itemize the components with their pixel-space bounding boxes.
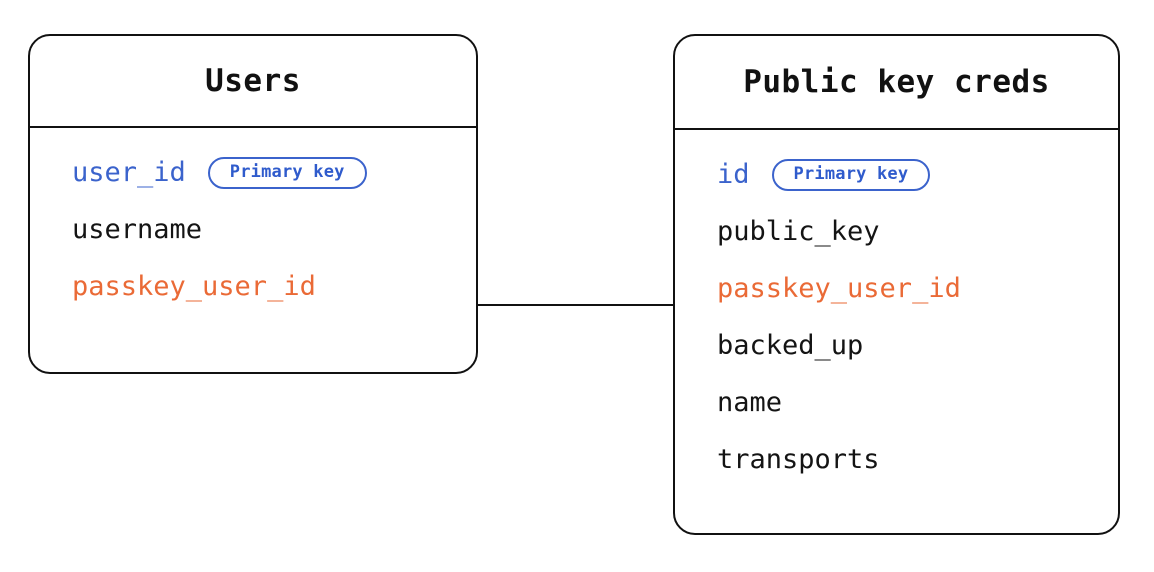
field-row-passkey-user-id[interactable]: passkey_user_id — [675, 260, 1118, 317]
field-row-public-key[interactable]: public_key — [675, 203, 1118, 260]
field-name-passkey-user-id: passkey_user_id — [72, 271, 316, 302]
field-name-transports: transports — [717, 444, 880, 475]
field-name-user-id: user_id — [72, 157, 186, 188]
entity-public-key-creds-fields: id Primary key public_key passkey_user_i… — [675, 130, 1118, 488]
primary-key-badge: Primary key — [771, 158, 931, 191]
entity-users-title: Users — [205, 63, 301, 99]
field-row-backed-up[interactable]: backed_up — [675, 317, 1118, 374]
field-row-passkey-user-id[interactable]: passkey_user_id — [30, 258, 476, 315]
primary-key-badge-label: Primary key — [793, 164, 909, 184]
entity-users-fields: user_id Primary key username passkey_use… — [30, 128, 476, 315]
primary-key-badge-label: Primary key — [229, 162, 345, 182]
entity-public-key-creds-header: Public key creds — [675, 36, 1118, 130]
field-row-username[interactable]: username — [30, 201, 476, 258]
field-row-name[interactable]: name — [675, 374, 1118, 431]
entity-public-key-creds[interactable]: Public key creds id Primary key public_k… — [673, 34, 1120, 535]
field-name-username: username — [72, 214, 203, 245]
entity-users[interactable]: Users user_id Primary key username passk… — [28, 34, 478, 374]
primary-key-badge: Primary key — [207, 156, 367, 189]
field-name-name: name — [717, 387, 783, 418]
field-row-user-id[interactable]: user_id Primary key — [30, 144, 476, 201]
field-name-public-key: public_key — [717, 216, 880, 247]
field-name-id: id — [717, 159, 750, 190]
field-row-transports[interactable]: transports — [675, 431, 1118, 488]
field-name-backed-up: backed_up — [717, 330, 864, 361]
entity-public-key-creds-title: Public key creds — [743, 64, 1050, 100]
entity-users-header: Users — [30, 36, 476, 128]
relationship-line-users-public-key-creds — [478, 304, 673, 306]
field-name-passkey-user-id: passkey_user_id — [717, 273, 961, 304]
field-row-id[interactable]: id Primary key — [675, 146, 1118, 203]
